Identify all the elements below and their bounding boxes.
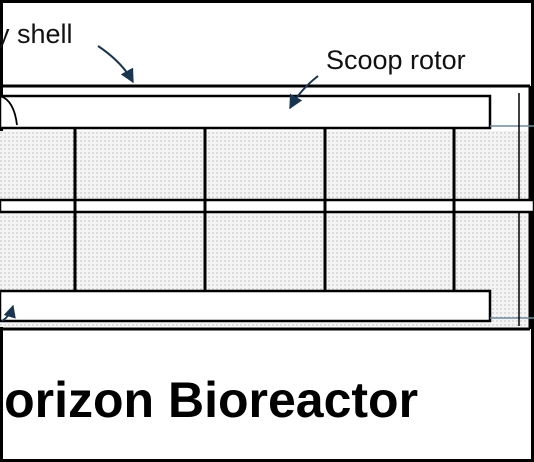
shell-label: y shell [0, 19, 73, 49]
diagram-title: Horizon Bioreactor [0, 372, 418, 428]
rotor-label: Scoop rotor [326, 45, 466, 75]
scoop-rotor-top-arm [0, 94, 492, 130]
central-shaft [0, 198, 534, 214]
medium-fill-upper [0, 131, 530, 200]
scoop-rotor-bottom-arm [0, 289, 492, 323]
rotor-top-curve [0, 95, 18, 126]
rotor-bottom-arrow [1, 304, 16, 322]
shell-label-arrow [97, 45, 134, 84]
rotor-label-arrow [289, 75, 319, 110]
